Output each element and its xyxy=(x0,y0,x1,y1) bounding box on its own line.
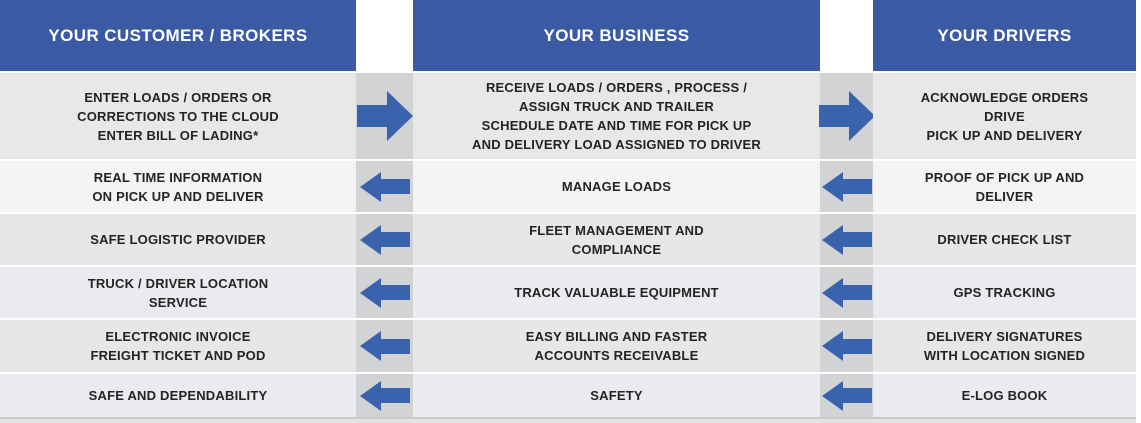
flow-gutter-right-row-6 xyxy=(820,374,873,417)
header-business-label: YOUR BUSINESS xyxy=(543,25,690,45)
business-row-2-text: MANAGE LOADS xyxy=(561,179,672,194)
customers-row-6-cell: SAFE AND DEPENDABILITY xyxy=(0,374,356,417)
drivers-row-3-text: DRIVER CHECK LIST xyxy=(937,232,1072,247)
customers-row-5-cell: ELECTRONIC INVOICE FREIGHT TICKET AND PO… xyxy=(0,320,356,372)
drivers-row-4-cell: GPS TRACKING xyxy=(873,267,1136,318)
drivers-row-6-text: E-LOG BOOK xyxy=(961,388,1048,403)
arrow-right-icon xyxy=(818,91,875,141)
business-row-5-cell: EASY BILLING AND FASTER ACCOUNTS RECEIVA… xyxy=(413,320,820,372)
customers-row-2-cell: REAL TIME INFORMATION ON PICK UP AND DEL… xyxy=(0,161,356,212)
business-row-2-cell: MANAGE LOADS xyxy=(413,161,820,212)
business-row-4-text: TRACK VALUABLE EQUIPMENT xyxy=(514,285,719,300)
drivers-row-6-cell: E-LOG BOOK xyxy=(873,374,1136,417)
bottom-border xyxy=(0,417,1136,423)
arrow-left-icon xyxy=(821,224,872,255)
business-row-3-text: FLEET MANAGEMENT AND COMPLIANCE xyxy=(529,222,704,257)
customers-row-1-text: ENTER LOADS / ORDERS OR CORRECTIONS TO T… xyxy=(77,89,279,143)
flow-gutter-left-row-1 xyxy=(356,73,413,159)
flow-gutter-right-row-1 xyxy=(818,73,875,159)
flow-gutter-right-row-2 xyxy=(820,161,873,212)
business-row-3-cell: FLEET MANAGEMENT AND COMPLIANCE xyxy=(413,214,820,265)
customers-row-2-text: REAL TIME INFORMATION ON PICK UP AND DEL… xyxy=(92,169,264,204)
header-gap-left xyxy=(356,0,413,71)
business-row-4-cell: TRACK VALUABLE EQUIPMENT xyxy=(413,267,820,318)
drivers-row-1-text: ACKNOWLEDGE ORDERS DRIVE PICK UP AND DEL… xyxy=(920,89,1089,143)
customers-row-4-cell: TRUCK / DRIVER LOCATION SERVICE xyxy=(0,267,356,318)
customers-row-3-cell: SAFE LOGISTIC PROVIDER xyxy=(0,214,356,265)
drivers-row-2-cell: PROOF OF PICK UP AND DELIVER xyxy=(873,161,1136,212)
drivers-row-5-text: DELIVERY SIGNATURES WITH LOCATION SIGNED xyxy=(923,329,1086,363)
arrow-right-icon xyxy=(356,91,413,141)
customers-row-6-text: SAFE AND DEPENDABILITY xyxy=(88,388,268,403)
flow-gutter-left-row-6 xyxy=(356,374,413,417)
header-customers-label: YOUR CUSTOMER / BROKERS xyxy=(48,25,308,45)
header-drivers-label: YOUR DRIVERS xyxy=(937,25,1072,45)
business-row-6-cell: SAFETY xyxy=(413,374,820,417)
flow-gutter-right-row-3 xyxy=(820,214,873,265)
flow-gutter-left-row-2 xyxy=(356,161,413,212)
business-row-1-text: RECEIVE LOADS / ORDERS , PROCESS / ASSIG… xyxy=(472,80,761,152)
arrow-left-icon xyxy=(821,331,872,361)
business-row-5-text: EASY BILLING AND FASTER ACCOUNTS RECEIVA… xyxy=(525,329,708,363)
header-drivers: YOUR DRIVERS xyxy=(873,0,1136,71)
flow-gutter-right-row-4 xyxy=(820,267,873,318)
arrow-left-icon xyxy=(359,171,410,202)
customers-row-4-text: TRUCK / DRIVER LOCATION SERVICE xyxy=(87,275,269,310)
header-gap-right xyxy=(820,0,873,71)
flow-gutter-left-row-3 xyxy=(356,214,413,265)
header-customers: YOUR CUSTOMER / BROKERS xyxy=(0,0,356,71)
customers-row-5-text: ELECTRONIC INVOICE FREIGHT TICKET AND PO… xyxy=(90,329,266,363)
drivers-row-4-text: GPS TRACKING xyxy=(953,285,1056,300)
arrow-left-icon xyxy=(821,277,872,308)
arrow-left-icon xyxy=(359,380,410,411)
drivers-row-2-text: PROOF OF PICK UP AND DELIVER xyxy=(924,169,1085,204)
drivers-row-5-cell: DELIVERY SIGNATURES WITH LOCATION SIGNED xyxy=(873,320,1136,372)
customers-row-1-cell: ENTER LOADS / ORDERS OR CORRECTIONS TO T… xyxy=(0,73,356,159)
arrow-left-icon xyxy=(821,380,872,411)
arrow-left-icon xyxy=(359,331,410,361)
arrow-left-icon xyxy=(359,277,410,308)
arrow-left-icon xyxy=(821,171,872,202)
drivers-row-1-cell: ACKNOWLEDGE ORDERS DRIVE PICK UP AND DEL… xyxy=(873,73,1136,159)
flow-gutter-left-row-4 xyxy=(356,267,413,318)
flow-gutter-right-row-5 xyxy=(820,320,873,372)
business-row-1-cell: RECEIVE LOADS / ORDERS , PROCESS / ASSIG… xyxy=(413,73,820,159)
arrow-left-icon xyxy=(359,224,410,255)
customers-row-3-text: SAFE LOGISTIC PROVIDER xyxy=(90,232,266,247)
drivers-row-3-cell: DRIVER CHECK LIST xyxy=(873,214,1136,265)
flow-gutter-left-row-5 xyxy=(356,320,413,372)
header-business: YOUR BUSINESS xyxy=(413,0,820,71)
business-row-6-text: SAFETY xyxy=(590,388,643,403)
